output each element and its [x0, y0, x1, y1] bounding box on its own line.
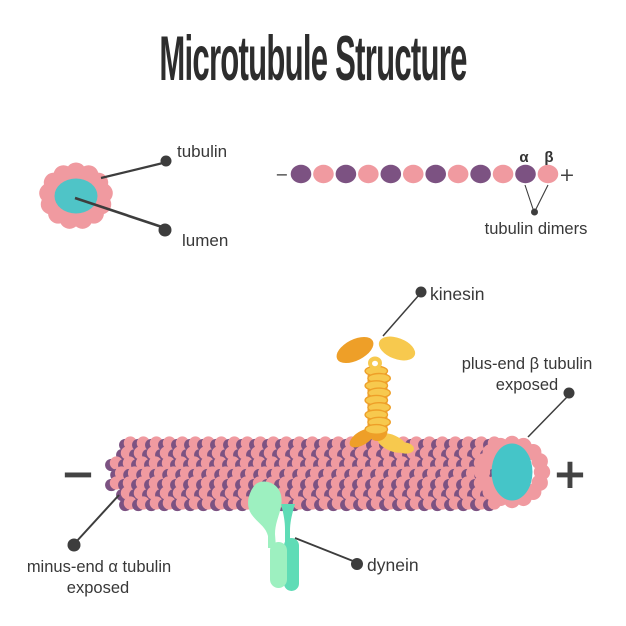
tubulin-pointer-line [100, 161, 164, 180]
lumen-label: lumen [182, 231, 228, 250]
dynein-label: dynein [367, 555, 419, 575]
beta-label: β [544, 149, 553, 166]
microtubule-minus-sign: − [60, 449, 95, 498]
plus-end-pointer-line [527, 396, 568, 438]
tubulin-label: tubulin [177, 142, 227, 161]
cross-section-graphic [39, 162, 113, 229]
dynein-graphic [248, 481, 299, 591]
kinesin-graphic [336, 336, 416, 454]
tubulin-dimers-label: tubulin dimers [485, 220, 588, 238]
plus-end-label-line2: exposed [496, 376, 558, 394]
lumen-pointer-line [74, 196, 163, 229]
dimer-pointer-line-beta [535, 184, 549, 210]
minus-end-label-line1: minus-end α tubulin [27, 558, 171, 576]
dimer-pointer-dot [531, 208, 538, 216]
kinesin-pointer-line [382, 294, 420, 337]
minus-end-label-line2: exposed [67, 579, 129, 597]
minus-end-pointer-line [75, 494, 120, 543]
dynein-pointer-line [294, 537, 354, 562]
page-title: Microtubule Structure [159, 23, 466, 94]
dynein-pointer-dot [351, 558, 363, 570]
tubulin-pointer-dot [160, 155, 172, 167]
microtubule-plus-sign: + [552, 449, 587, 498]
protofilament-plus-sign: + [559, 164, 575, 186]
minus-end-pointer-dot [67, 538, 81, 552]
kinesin-label: kinesin [430, 284, 484, 304]
protofilament-graphic [290, 164, 559, 184]
alpha-label: α [519, 149, 529, 166]
protofilament-minus-sign: − [275, 165, 288, 184]
plus-end-label-line1: plus-end β tubulin [462, 355, 593, 373]
microtubule-graphic [105, 435, 551, 512]
plus-end-pointer-dot [563, 387, 575, 399]
dimer-pointer-line-alpha [524, 184, 534, 210]
lumen-pointer-dot [158, 223, 172, 237]
kinesin-pointer-dot [415, 286, 427, 298]
